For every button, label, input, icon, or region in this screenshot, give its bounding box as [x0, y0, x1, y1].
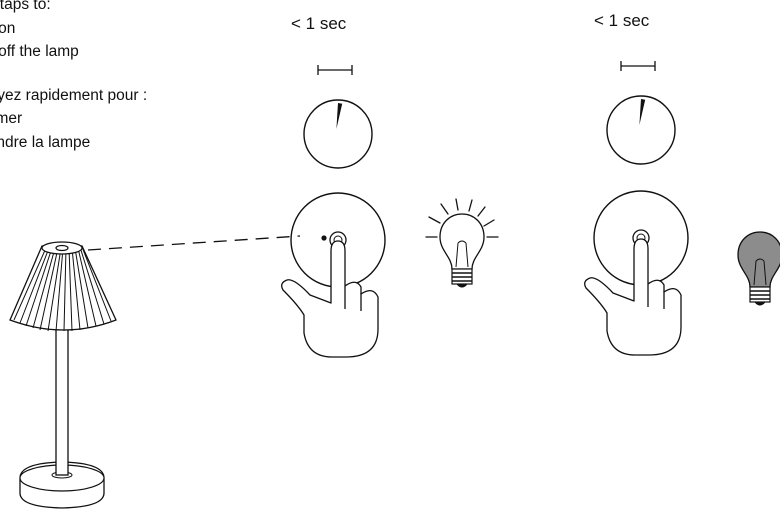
instructions-fr-item-1: llumer	[0, 110, 23, 127]
instructions-fr-item-2: teindre la lampe	[0, 133, 91, 151]
step-1-bulb-lit-icon	[425, 198, 499, 288]
step-1-duration-bar	[317, 64, 353, 76]
step-2-bulb-off-icon	[737, 231, 780, 306]
instructions-en-item-1: rn on	[0, 19, 16, 37]
leader-dot	[321, 235, 327, 241]
step-1-duration-label: < 1 sec	[291, 14, 347, 33]
instructions-text: ck taps to: rn on rn off the lamp puyez …	[0, 0, 147, 154]
step-2-duration-label: < 1 sec	[594, 11, 650, 30]
instructions-en-item-2: rn off the lamp	[0, 43, 79, 60]
step-2-stopwatch-icon	[606, 95, 676, 165]
instructions-fr-heading: puyez rapidement pour :	[0, 86, 148, 104]
step-2-duration-bar	[620, 60, 656, 72]
instructions-en-heading: ck taps to:	[0, 0, 51, 13]
step-1-stopwatch-icon	[303, 99, 373, 169]
leader-line	[87, 235, 301, 251]
step-2-touch-button-icon	[593, 190, 689, 286]
lamp-illustration	[9, 241, 117, 509]
